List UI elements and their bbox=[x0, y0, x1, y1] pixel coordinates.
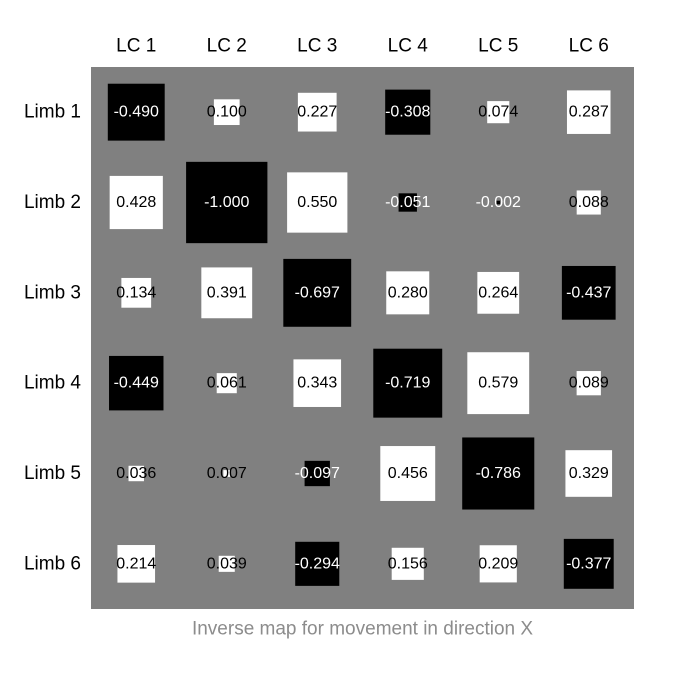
row-label: Limb 2 bbox=[24, 192, 81, 213]
cell-value-label: 0.089 bbox=[569, 375, 609, 392]
hinton-square bbox=[477, 271, 520, 314]
cell-value-label: 0.264 bbox=[478, 284, 518, 301]
hinton-square bbox=[565, 450, 613, 497]
cell-value-label: 0.428 bbox=[116, 194, 156, 211]
cell-value-label: 0.209 bbox=[478, 555, 518, 572]
cell-value-label: 0.227 bbox=[297, 104, 337, 121]
cell-value-label: 0.456 bbox=[388, 465, 428, 482]
cell-value-label: -0.308 bbox=[385, 104, 430, 121]
hinton-square bbox=[386, 271, 430, 315]
cell-value-label: 0.007 bbox=[207, 465, 247, 482]
hinton-square bbox=[373, 348, 443, 418]
hinton-square bbox=[295, 541, 340, 586]
hinton-square bbox=[487, 101, 510, 124]
hinton-square bbox=[213, 99, 240, 126]
cell-value-label: 0.280 bbox=[388, 284, 428, 301]
hinton-square bbox=[109, 175, 163, 230]
cell-value-label: -0.719 bbox=[385, 375, 430, 392]
hinton-square bbox=[201, 267, 253, 319]
hinton-square bbox=[121, 277, 152, 308]
chart-caption: Inverse map for movement in direction X bbox=[192, 619, 533, 640]
hinton-square bbox=[561, 265, 616, 320]
column-label: LC 6 bbox=[569, 36, 609, 57]
cell-value-label: -0.437 bbox=[566, 284, 611, 301]
column-label: LC 1 bbox=[116, 36, 156, 57]
row-label: Limb 5 bbox=[24, 463, 81, 484]
hinton-square bbox=[117, 545, 156, 583]
cell-value-label: 0.214 bbox=[116, 555, 156, 572]
hinton-square bbox=[462, 437, 535, 510]
cell-value-label: -0.786 bbox=[476, 465, 521, 482]
column-label: LC 2 bbox=[207, 36, 247, 57]
hinton-square bbox=[391, 547, 424, 580]
hinton-square bbox=[223, 470, 231, 477]
hinton-square bbox=[467, 352, 530, 415]
cell-value-label: 0.061 bbox=[207, 375, 247, 392]
cell-value-label: -0.697 bbox=[295, 284, 340, 301]
cell-value-label: 0.074 bbox=[478, 104, 518, 121]
cell-value-label: 0.391 bbox=[207, 284, 247, 301]
column-label: LC 3 bbox=[297, 36, 337, 57]
hinton-square bbox=[576, 190, 601, 215]
hinton-square bbox=[563, 538, 614, 589]
cell-value-label: 0.287 bbox=[569, 104, 609, 121]
cell-value-label: 0.579 bbox=[478, 375, 518, 392]
hinton-square bbox=[385, 89, 431, 135]
hinton-square bbox=[576, 371, 601, 396]
hinton-square bbox=[479, 545, 517, 583]
cell-value-label: -0.377 bbox=[566, 555, 611, 572]
hinton-square bbox=[283, 258, 352, 327]
cell-value-label: -0.490 bbox=[114, 104, 159, 121]
hinton-square bbox=[398, 193, 417, 212]
cell-value-label: 0.039 bbox=[207, 555, 247, 572]
cell-value-label: -0.294 bbox=[295, 555, 340, 572]
cell-value-label: 0.550 bbox=[297, 194, 337, 211]
cell-value-label: -0.449 bbox=[114, 375, 159, 392]
cell-value-label: 0.088 bbox=[569, 194, 609, 211]
hinton-square bbox=[107, 83, 165, 141]
column-label: LC 5 bbox=[478, 36, 518, 57]
hinton-square bbox=[186, 161, 268, 244]
hinton-square bbox=[287, 172, 348, 233]
cell-labels-layer: -0.490 0.100 0.227 -0.308 0.074 0.287 0.428 -1.… bbox=[114, 104, 612, 573]
cell-value-label: 0.329 bbox=[569, 465, 609, 482]
hinton-square bbox=[496, 200, 501, 205]
hinton-square bbox=[109, 355, 164, 411]
squares-layer bbox=[107, 83, 616, 589]
cell-value-label: -1.000 bbox=[204, 194, 249, 211]
row-label: Limb 1 bbox=[24, 102, 81, 123]
hinton-square bbox=[380, 446, 436, 501]
hinton-square bbox=[566, 90, 611, 134]
row-label: Limb 6 bbox=[24, 553, 81, 574]
cell-value-label: 0.134 bbox=[116, 284, 156, 301]
cell-value-label: 0.156 bbox=[388, 555, 428, 572]
column-labels: LC 1 LC 2 LC 3 LC 4 LC 5 LC 6 bbox=[116, 36, 609, 57]
plot-background bbox=[91, 67, 634, 609]
cell-value-label: 0.036 bbox=[116, 465, 156, 482]
cell-value-label: -0.051 bbox=[385, 194, 430, 211]
hinton-square bbox=[216, 373, 237, 394]
row-label: Limb 3 bbox=[24, 282, 81, 303]
row-label: Limb 4 bbox=[24, 373, 81, 394]
hinton-square bbox=[218, 555, 235, 572]
hinton-square bbox=[304, 460, 330, 487]
hinton-square bbox=[293, 359, 342, 407]
cell-value-label: 0.100 bbox=[207, 104, 247, 121]
cell-value-label: -0.097 bbox=[295, 465, 340, 482]
hinton-square bbox=[297, 92, 337, 132]
cell-value-label: 0.343 bbox=[297, 375, 337, 392]
hinton-square bbox=[128, 465, 144, 482]
cell-value-label: -0.002 bbox=[476, 194, 521, 211]
row-labels: Limb 1 Limb 2 Limb 3 Limb 4 Limb 5 Limb 6 bbox=[24, 102, 81, 575]
column-label: LC 4 bbox=[388, 36, 429, 57]
